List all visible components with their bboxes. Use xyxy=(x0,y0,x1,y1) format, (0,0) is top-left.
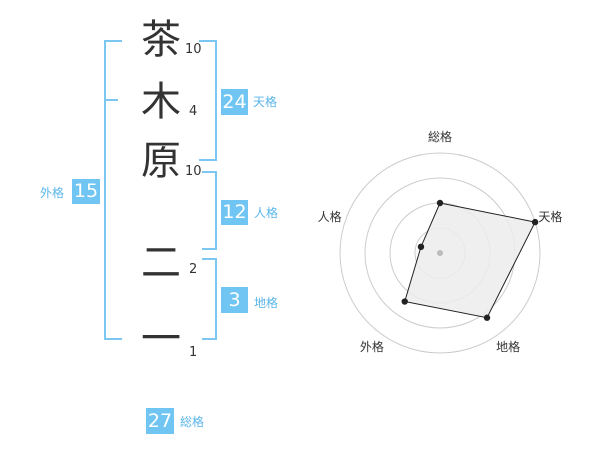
radar-point-4 xyxy=(401,298,408,305)
soukaku-value: 27 xyxy=(146,408,174,434)
radar-point-1 xyxy=(436,199,444,207)
jinkaku-bracket xyxy=(202,171,217,250)
chikaku-label: 地格 xyxy=(254,296,279,310)
stroke-count-3: 10 xyxy=(185,164,202,179)
radar-point-3 xyxy=(483,314,491,321)
radar-center-dot xyxy=(437,250,443,256)
radar-axis-label-4: 外格 xyxy=(359,339,384,354)
radar-axis-label-5: 人格 xyxy=(317,210,342,225)
radar-point-2 xyxy=(531,218,539,226)
radar-point-5 xyxy=(417,243,425,251)
radar-polygon xyxy=(404,202,536,319)
jinkaku-value: 12 xyxy=(221,200,248,225)
radar-axis-label-1: 総格 xyxy=(428,130,453,144)
chikaku-value: 3 xyxy=(221,287,248,313)
name-char-1: 茶 xyxy=(141,17,181,63)
tenkaku-value: 24 xyxy=(221,89,248,115)
radar-axis-label-3: 地格 xyxy=(496,339,521,354)
stroke-count-2: 4 xyxy=(189,104,198,119)
chikaku-bracket xyxy=(202,258,217,340)
gaikaku-value: 15 xyxy=(72,179,100,204)
radar-ring xyxy=(339,152,541,354)
tenkaku-bracket xyxy=(199,40,217,161)
name-char-5: 一 xyxy=(141,316,181,362)
name-char-3: 原 xyxy=(141,138,181,184)
jinkaku-label: 人格 xyxy=(254,206,279,220)
stroke-count-1: 10 xyxy=(185,42,202,57)
stroke-count-5: 1 xyxy=(189,345,198,360)
gaikaku-label: 外格 xyxy=(40,186,65,200)
gaikaku-bracket xyxy=(104,40,122,340)
stroke-count-4: 2 xyxy=(189,262,198,277)
name-char-2: 木 xyxy=(141,79,181,125)
radar-axis-label-2: 天格 xyxy=(538,210,563,225)
gaikaku-bracket-tick xyxy=(104,99,118,101)
name-char-4: 二 xyxy=(141,240,181,286)
tenkaku-label: 天格 xyxy=(253,95,278,109)
soukaku-label: 総格 xyxy=(180,415,205,429)
